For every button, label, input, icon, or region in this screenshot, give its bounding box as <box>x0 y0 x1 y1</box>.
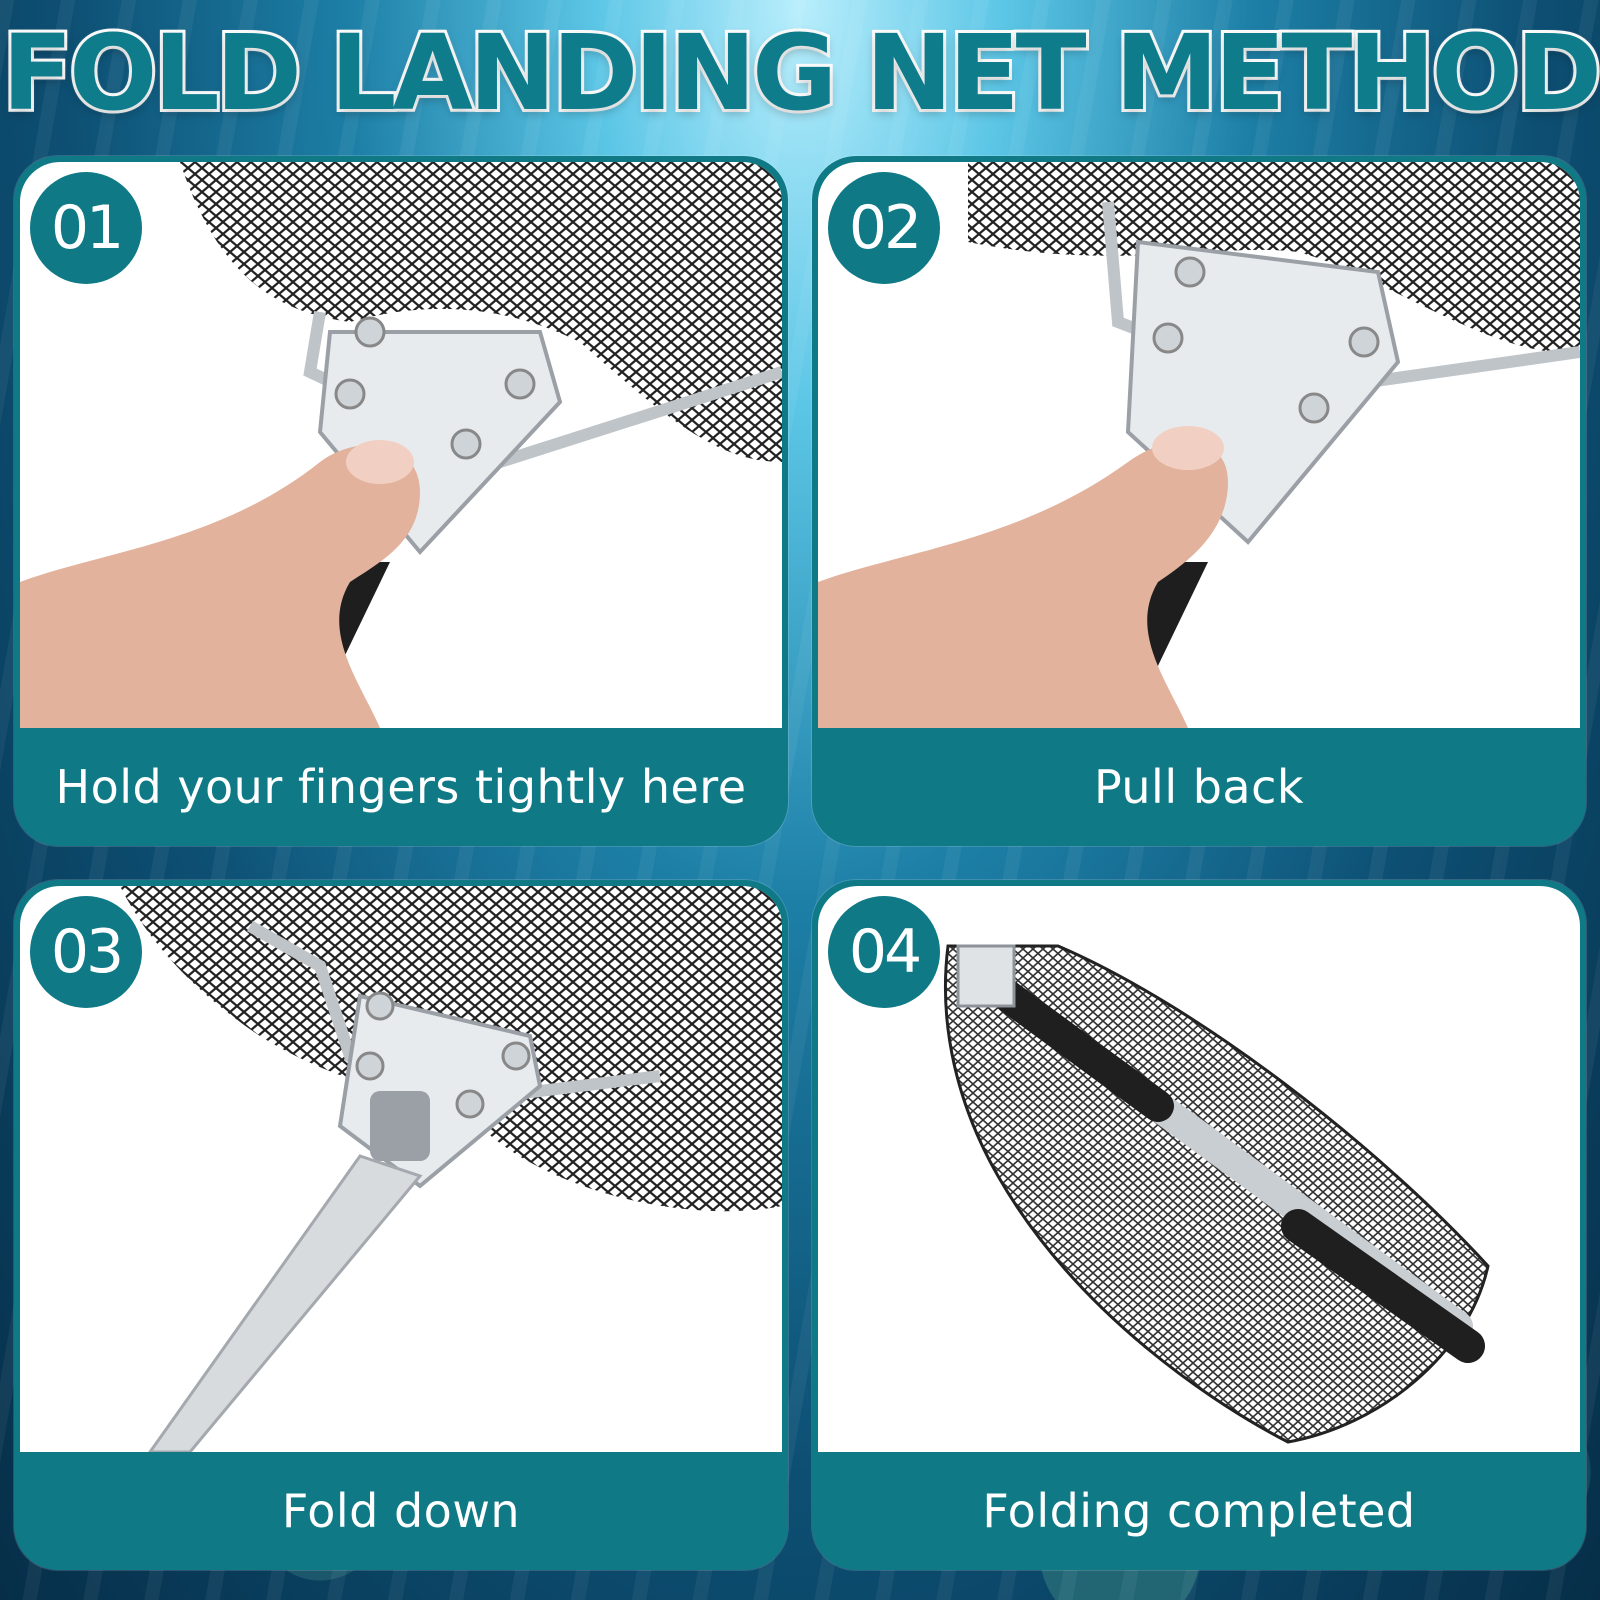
step-number-badge-3: 03 <box>30 896 142 1008</box>
page-title: FOLD LANDING NET METHOD <box>0 12 1600 134</box>
step-photo-4 <box>818 886 1580 1452</box>
step-photo-1 <box>20 162 782 728</box>
step-panel-3: 03 Fold down <box>14 880 788 1570</box>
folded-landing-net-icon <box>943 944 1490 1444</box>
step-panel-4: 04 Folding completed <box>812 880 1586 1570</box>
net-folded-down-on-handle-icon <box>120 886 782 1452</box>
step-number-badge-2: 02 <box>828 172 940 284</box>
thumb-pulling-hinge-lock-icon <box>818 162 1580 728</box>
step-number-badge-4: 04 <box>828 896 940 1008</box>
step-caption-2: Pull back <box>1093 760 1305 814</box>
step-caption-1: Hold your fingers tightly here <box>55 760 747 814</box>
step-number-badge-1: 01 <box>30 172 142 284</box>
step-caption-3: Fold down <box>281 1484 521 1538</box>
step-panel-2: 02 Pull back <box>812 156 1586 846</box>
step-caption-4: Folding completed <box>982 1484 1416 1538</box>
step-photo-3 <box>20 886 782 1452</box>
step-photo-2 <box>818 162 1580 728</box>
thumb-pressing-net-hinge-icon <box>20 162 782 728</box>
step-panel-1: 01 Hold your fingers tightly here <box>14 156 788 846</box>
